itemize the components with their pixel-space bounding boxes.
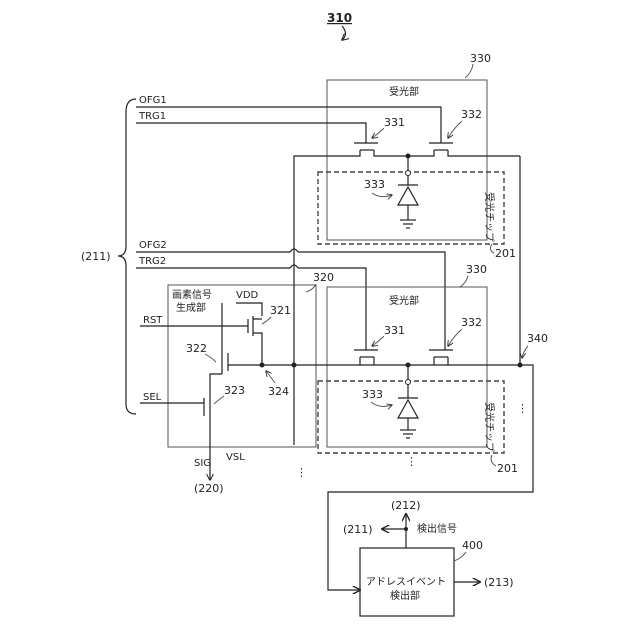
sel-label: SEL: [143, 392, 162, 403]
transistor-323: SEL 323 SIG VSL (220): [140, 384, 245, 495]
chip-number-201-bottom: 201: [497, 462, 518, 475]
transistor-321: VDD RST 321: [140, 290, 291, 365]
sig-label: SIG: [194, 458, 211, 469]
chip-box-bottom: [318, 381, 504, 453]
ellipsis-right: ⋮: [517, 402, 528, 415]
svg-text:323: 323: [224, 384, 245, 397]
ellipsis-left: ⋮: [296, 466, 307, 479]
svg-text:321: 321: [270, 304, 291, 317]
svg-text:331: 331: [384, 324, 405, 337]
ref-212: (212): [391, 499, 421, 512]
chip-number-201-top: 201: [495, 247, 516, 260]
wire-top-to-left: [294, 156, 345, 248]
light-receiving-unit-bottom: 受光部 330 201 受光チップ: [318, 263, 518, 475]
svg-text:332: 332: [461, 316, 482, 329]
vdd-label: VDD: [236, 290, 259, 301]
svg-text:生成部: 生成部: [176, 301, 206, 314]
light-receiving-label-bottom: 受光部: [389, 294, 419, 307]
ref-211-left: (211): [81, 250, 111, 263]
detection-signal-label: 検出信号: [417, 522, 457, 535]
transistor-322: 322: [186, 303, 262, 395]
ref-211-out: (211): [343, 523, 373, 536]
ref-220: (220): [194, 482, 224, 495]
svg-text:340: 340: [527, 332, 548, 345]
svg-text:310: 310: [327, 11, 352, 25]
ofg1-label: OFG1: [139, 95, 167, 106]
transistor-332-bottom: 332: [429, 316, 482, 365]
svg-text:333: 333: [362, 388, 383, 401]
transistor-331-bottom: 331: [354, 324, 405, 365]
svg-text:検出部: 検出部: [390, 589, 420, 602]
svg-text:324: 324: [268, 385, 289, 398]
svg-text:画素信号: 画素信号: [172, 288, 212, 301]
photodiode-333-top: 333: [364, 154, 418, 229]
trg2-label: TRG2: [138, 256, 166, 267]
rst-label: RST: [143, 315, 163, 326]
transistor-332-top: 332: [408, 108, 520, 156]
figure-number: 310: [327, 11, 352, 40]
chip-box-top: [318, 172, 504, 244]
ofg2-label: OFG2: [139, 240, 167, 251]
unit-number-330-top: 330: [470, 52, 491, 65]
chip-label-top: 受光チップ: [483, 192, 496, 242]
ellipsis-mid: ⋮: [406, 455, 417, 468]
svg-text:331: 331: [384, 116, 405, 129]
svg-text:332: 332: [461, 108, 482, 121]
transistor-331-top: 331: [345, 116, 408, 156]
svg-text:アドレスイベント: アドレスイベント: [366, 576, 446, 588]
ref-213: (213): [484, 576, 514, 589]
trg1-label: TRG1: [138, 111, 166, 122]
node-324: 324: [260, 363, 521, 399]
light-receiving-label-top: 受光部: [389, 85, 419, 98]
unit-number-320: 320: [313, 271, 334, 284]
address-event-detector: アドレスイベント 検出部 400 (213) (212) (211) 検出信号: [343, 499, 514, 616]
svg-text:受光チップ: 受光チップ: [483, 402, 496, 452]
vsl-label: VSL: [226, 452, 245, 463]
chip-label-bottom: 受光チップ: [483, 402, 496, 452]
svg-text:333: 333: [364, 178, 385, 191]
svg-text:322: 322: [186, 342, 207, 355]
brace-211: (211): [81, 99, 136, 414]
photodiode-333-bottom: 333: [362, 363, 418, 439]
unit-number-400: 400: [462, 539, 483, 552]
svg-text:受光チップ: 受光チップ: [483, 192, 496, 242]
unit-number-330-bottom: 330: [466, 263, 487, 276]
